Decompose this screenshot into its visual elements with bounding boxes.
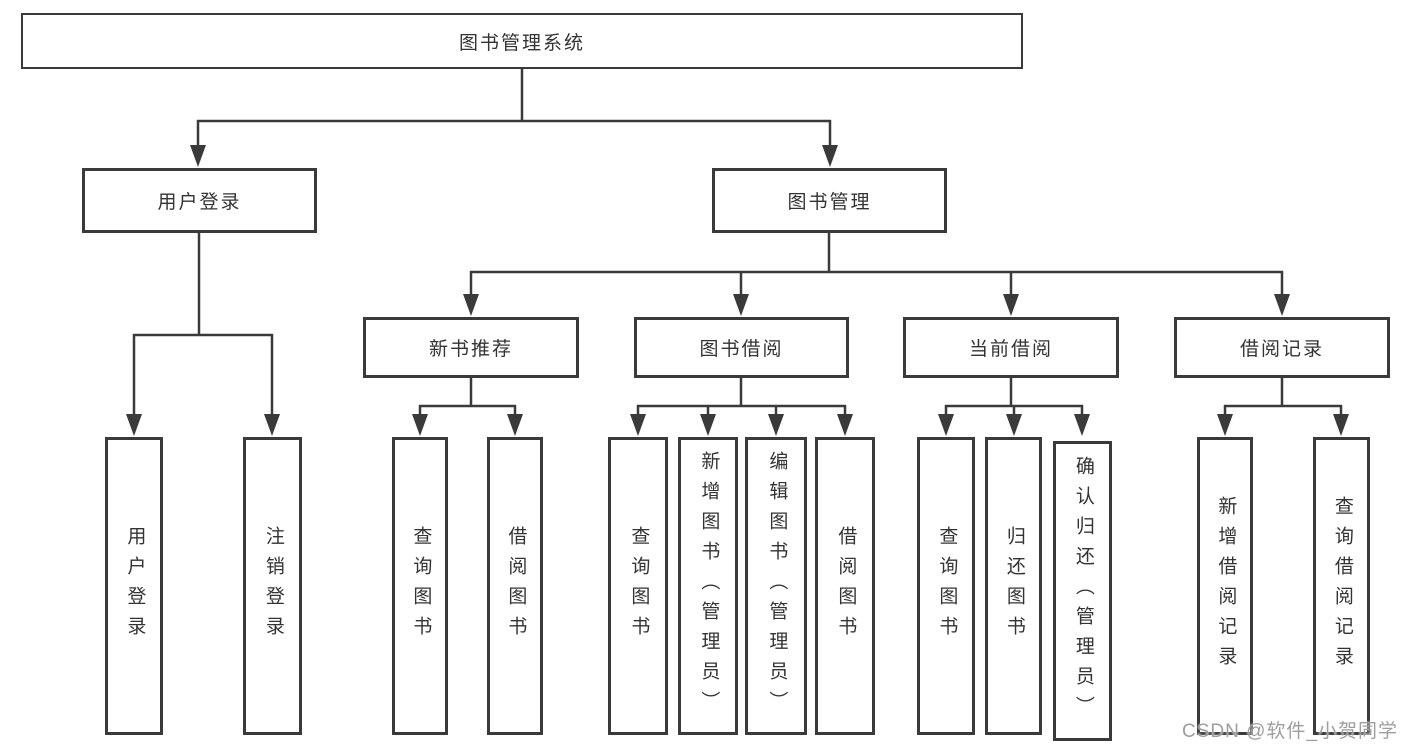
node-library-management-system: 图书管理系统: [21, 13, 1023, 69]
leaf-current-return-books-label: 归还图书: [1003, 526, 1025, 646]
node-borrowing-records: 借阅记录: [1174, 317, 1390, 378]
node-current-borrowing: 当前借阅: [903, 317, 1119, 378]
leaf-user-login-label: 用户登录: [124, 526, 146, 646]
leaf-logout-label: 注销登录: [262, 526, 284, 646]
csdn-watermark: CSDN @软件_小贺同学: [1182, 721, 1398, 742]
leaf-borrow-query-books-label: 查询图书: [628, 526, 650, 646]
leaf-records-add-borrow-record-label: 新增借阅记录: [1215, 496, 1237, 676]
leaf-borrow-edit-books-admin: 编辑图书（管理员）: [745, 437, 807, 735]
leaf-current-query-books: 查询图书: [917, 437, 975, 735]
leaf-borrow-borrow-books: 借阅图书: [815, 437, 875, 735]
node-book-management: 图书管理: [712, 168, 947, 233]
leaf-recommend-borrow-books: 借阅图书: [487, 437, 543, 735]
leaf-borrow-query-books: 查询图书: [608, 437, 668, 735]
leaf-records-query-borrow-record: 查询借阅记录: [1313, 437, 1370, 735]
leaf-records-add-borrow-record: 新增借阅记录: [1197, 437, 1253, 735]
leaf-borrow-add-books-admin-label: 新增图书（管理员）: [698, 451, 720, 721]
leaf-user-login: 用户登录: [105, 437, 163, 735]
leaf-current-return-books: 归还图书: [985, 437, 1042, 735]
node-book-borrowing: 图书借阅: [634, 317, 849, 378]
leaf-borrow-borrow-books-label: 借阅图书: [835, 526, 857, 646]
leaf-records-query-borrow-record-label: 查询借阅记录: [1331, 496, 1353, 676]
leaf-borrow-add-books-admin: 新增图书（管理员）: [678, 437, 738, 735]
leaf-current-query-books-label: 查询图书: [936, 526, 958, 646]
leaf-recommend-query-books-label: 查询图书: [410, 526, 432, 646]
leaf-recommend-borrow-books-label: 借阅图书: [505, 526, 527, 646]
leaf-recommend-query-books: 查询图书: [392, 437, 448, 735]
leaf-current-confirm-return-admin: 确认归还（管理员）: [1053, 441, 1112, 741]
node-user-login: 用户登录: [82, 168, 317, 233]
leaf-borrow-edit-books-admin-label: 编辑图书（管理员）: [766, 451, 788, 721]
node-new-book-recommend: 新书推荐: [363, 317, 579, 378]
leaf-current-confirm-return-admin-label: 确认归还（管理员）: [1072, 456, 1094, 726]
leaf-logout: 注销登录: [243, 437, 302, 735]
